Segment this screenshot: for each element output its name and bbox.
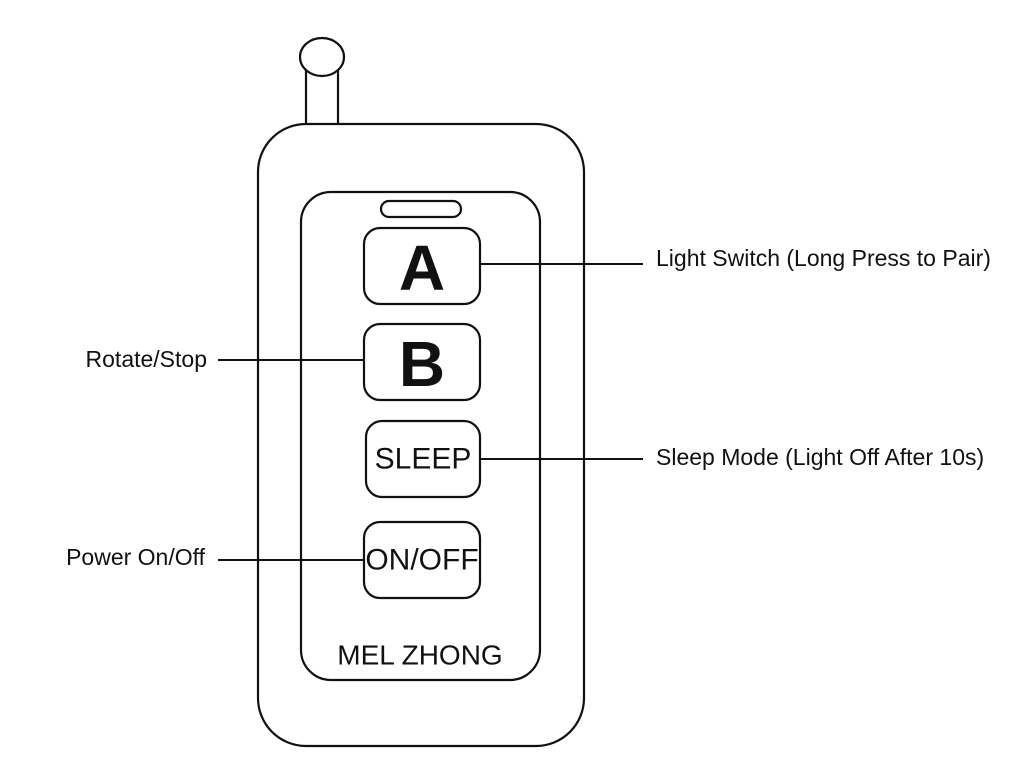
button-b-label: B — [399, 328, 445, 400]
button-onoff-label: ON/OFF — [365, 544, 478, 577]
callout-power: Power On/Off — [66, 544, 206, 570]
antenna — [298, 36, 346, 134]
button-a-label: A — [399, 232, 445, 304]
button-onoff[interactable]: ON/OFF — [362, 520, 482, 600]
button-b[interactable]: B — [362, 322, 482, 402]
brand-label: MEL ZHONG — [337, 640, 502, 671]
antenna-tip — [298, 36, 346, 78]
led-indicator — [379, 199, 463, 219]
button-sleep[interactable]: SLEEP — [364, 419, 482, 499]
callout-sleep-mode: Sleep Mode (Light Off After 10s) — [656, 444, 984, 470]
callout-light-switch: Light Switch (Long Press to Pair) — [656, 245, 991, 271]
button-a-frame — [362, 226, 482, 306]
button-a[interactable]: A — [362, 226, 482, 306]
button-sleep-label: SLEEP — [375, 443, 472, 476]
button-b-frame — [362, 322, 482, 402]
callout-rotate-stop: Rotate/Stop — [86, 346, 207, 372]
